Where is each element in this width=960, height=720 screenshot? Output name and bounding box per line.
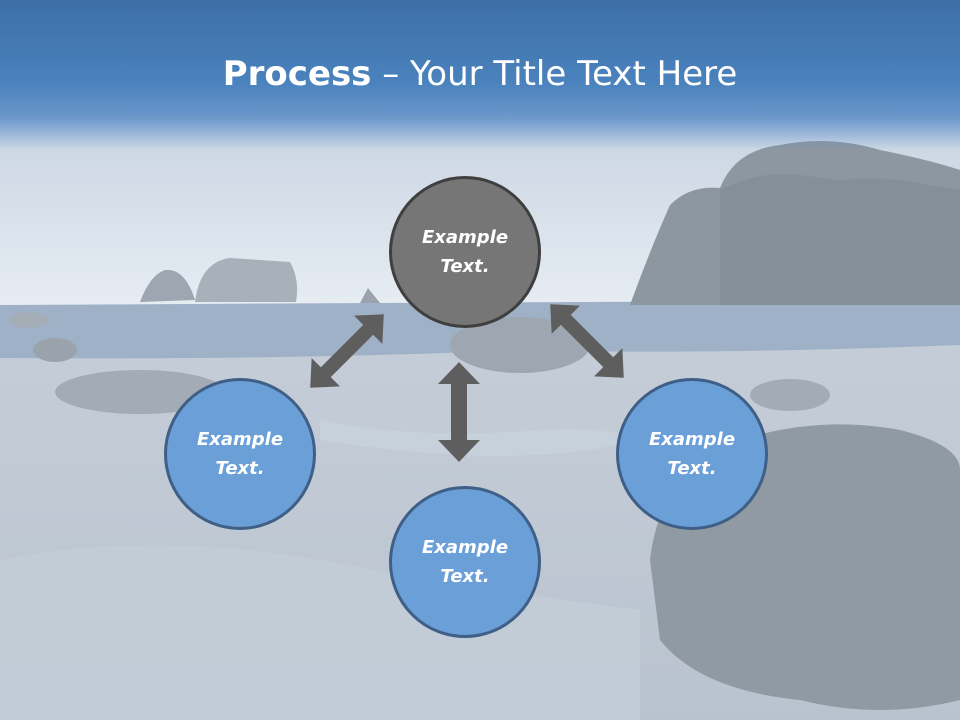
slide-title: Process – Your Title Text Here <box>0 52 960 96</box>
node-top-text: Example Text. <box>421 227 509 277</box>
slide-title-rest: – Your Title Text Here <box>371 54 738 94</box>
node-left[interactable]: Example Text. <box>164 378 316 530</box>
node-left-text: Example Text. <box>196 429 284 479</box>
node-right-text: Example Text. <box>648 429 736 479</box>
slide-title-bold: Process <box>222 54 372 94</box>
title-band <box>0 0 960 150</box>
double-headed-arrow-icon <box>438 362 480 462</box>
double-headed-arrow-icon <box>550 304 624 378</box>
node-bottom-text: Example Text. <box>421 537 509 587</box>
double-headed-arrow-icon <box>310 314 384 388</box>
node-bottom[interactable]: Example Text. <box>389 486 541 638</box>
node-top[interactable]: Example Text. <box>389 176 541 328</box>
node-right[interactable]: Example Text. <box>616 378 768 530</box>
